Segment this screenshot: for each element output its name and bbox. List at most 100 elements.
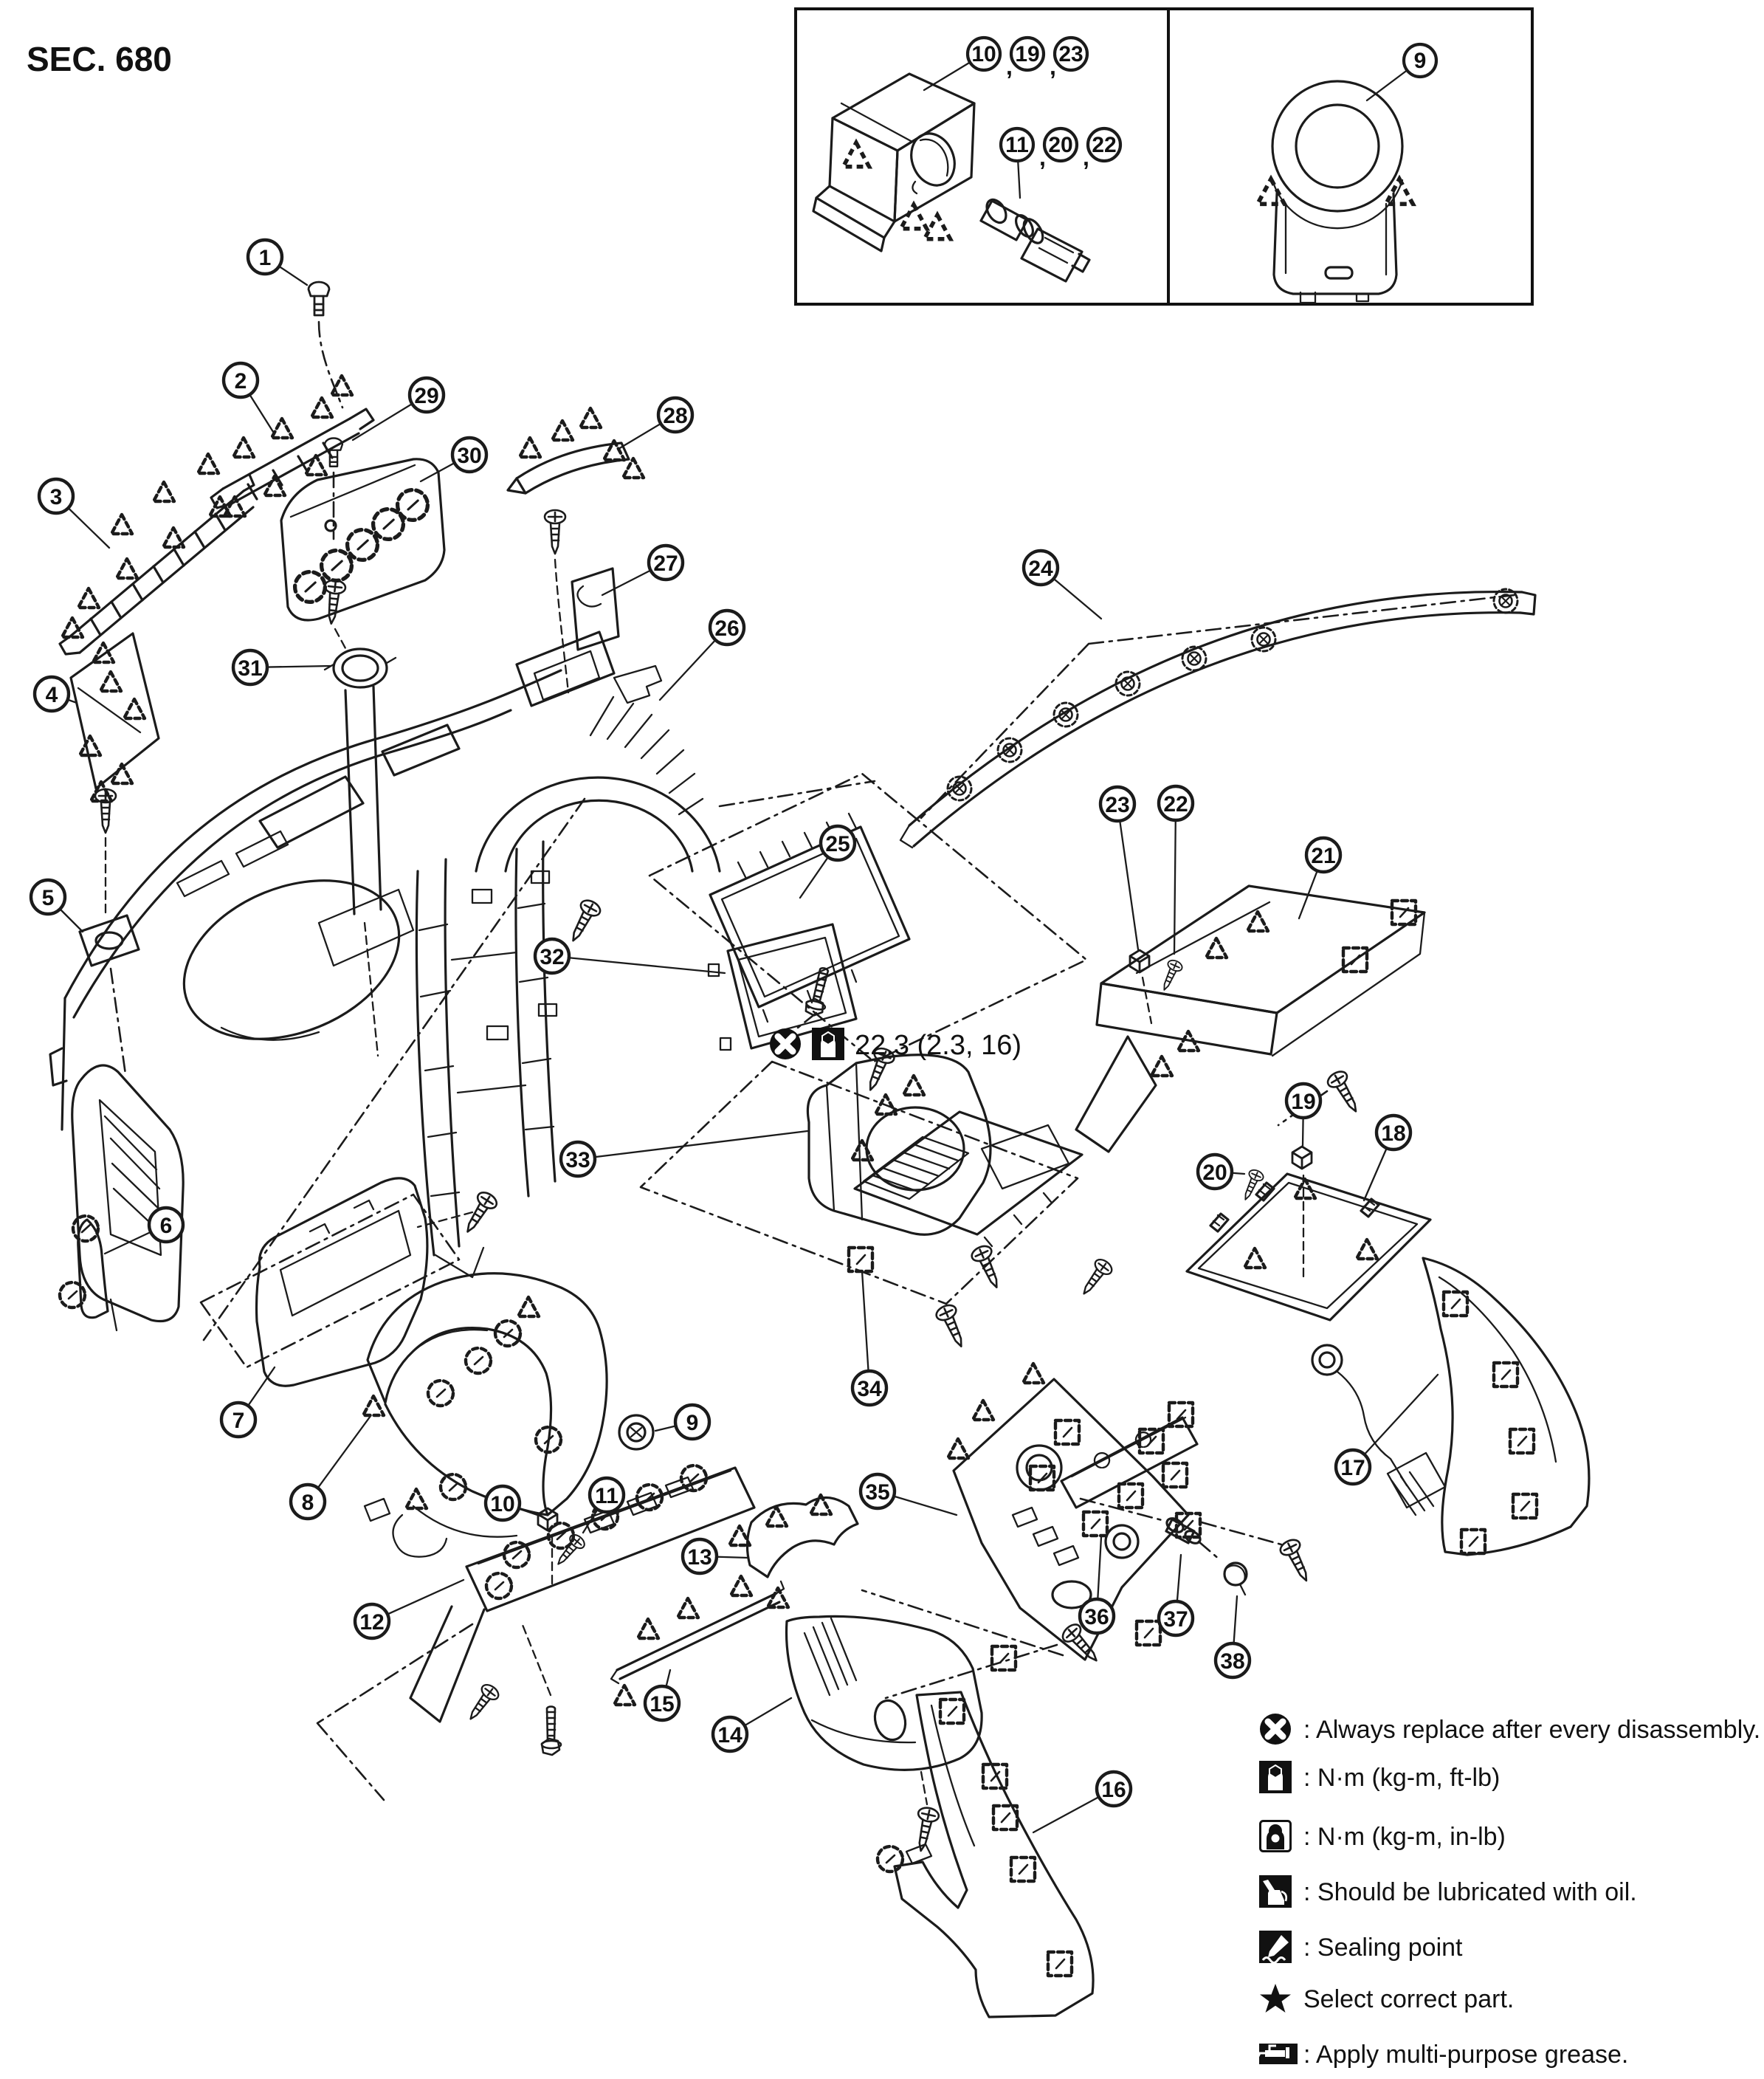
svg-text:13: 13: [687, 1545, 712, 1570]
callout-8: 8: [289, 1415, 372, 1521]
svg-text:35: 35: [865, 1480, 889, 1505]
legend-row: : Apply multi-purpose grease.: [1256, 2041, 1628, 2069]
callout-4: 4: [32, 675, 78, 713]
svg-text:5: 5: [42, 886, 55, 910]
svg-text:28: 28: [663, 404, 687, 428]
callout-18: 18: [1362, 1113, 1413, 1202]
part-37-bulb: [1079, 1497, 1221, 1561]
part-14-column-cover-lower: [785, 1589, 1106, 1855]
callout-20: 20: [1196, 1152, 1246, 1191]
callout-3: 3: [37, 477, 111, 549]
svg-text:9: 9: [1414, 49, 1427, 73]
svg-text:30: 30: [457, 444, 481, 468]
svg-text:21: 21: [1311, 844, 1335, 868]
part-9-grommet: [618, 1414, 655, 1451]
oil-icon: [1258, 1874, 1293, 1909]
callout-21: 21: [1298, 836, 1343, 920]
callout-28: 28: [617, 396, 695, 450]
svg-text:,: ,: [1039, 144, 1046, 171]
svg-text:6: 6: [160, 1214, 173, 1238]
legend-label: : Sealing point: [1303, 1934, 1463, 1962]
part-13-column-cover-upper: [729, 1495, 859, 1607]
part-36-bracket: [1030, 1403, 1199, 1536]
svg-text:24: 24: [1028, 557, 1053, 581]
part-7-cluster: [199, 1177, 501, 1387]
svg-text:23: 23: [1105, 793, 1129, 817]
callout-17: 17: [1334, 1373, 1439, 1486]
part-27-bracket: [515, 509, 620, 707]
callout-32: 32: [533, 937, 726, 975]
cup-part-art: [1271, 80, 1404, 304]
callout-14: 14: [711, 1697, 793, 1753]
callout-37: 37: [1157, 1553, 1195, 1638]
svg-text:4: 4: [46, 683, 58, 707]
callout-12: 12: [353, 1578, 465, 1640]
svg-text:29: 29: [414, 384, 438, 408]
legend-row: : Always replace after every disassembly…: [1260, 1714, 1760, 1745]
legend-label: Select correct part.: [1303, 1985, 1514, 2013]
callout-15: 15: [643, 1669, 681, 1722]
replace-x-icon: [1260, 1714, 1291, 1745]
callout-35: 35: [858, 1472, 958, 1516]
callout-24: 24: [1021, 549, 1103, 620]
svg-text:10: 10: [971, 42, 996, 66]
ignition-housing-art: [812, 72, 976, 252]
svg-text:17: 17: [1340, 1456, 1365, 1480]
svg-text:8: 8: [302, 1491, 314, 1515]
callout-2: 2: [221, 361, 276, 436]
legend-label: : Apply multi-purpose grease.: [1303, 2041, 1628, 2069]
torque-inlb-icon: [1259, 1820, 1292, 1852]
svg-text:38: 38: [1220, 1649, 1244, 1674]
main-diagram: [49, 281, 1591, 2018]
legend-row: : Sealing point: [1258, 1929, 1463, 1965]
svg-text:11: 11: [595, 1484, 619, 1508]
svg-text:19: 19: [1291, 1090, 1315, 1114]
inset-panel-right: [1167, 7, 1534, 306]
part-23-nut: [1129, 949, 1153, 1025]
callout-36: 36: [1078, 1536, 1116, 1635]
part-12-switch-panel: [316, 1465, 756, 1801]
svg-text:20: 20: [1202, 1161, 1227, 1185]
part-29-pin: [323, 437, 344, 540]
replace-x-icon: [770, 1028, 801, 1059]
part-21-glovebox-lid: [1075, 884, 1426, 1153]
torque-ftlb-icon: [1258, 1760, 1292, 1794]
svg-text:,: ,: [1006, 53, 1013, 80]
callout-16: 16: [1032, 1770, 1133, 1834]
part-22-screw: [1156, 957, 1185, 994]
inset-callout-group: 10,19,23: [923, 35, 1089, 92]
part-34-center-lid: [849, 1076, 1083, 1271]
part-35-control-panel: [948, 1364, 1317, 1670]
svg-text:2: 2: [235, 369, 247, 394]
sealing-icon: [1258, 1929, 1293, 1965]
svg-text:,: ,: [1083, 144, 1089, 171]
part-19-nut: [1291, 1145, 1313, 1283]
svg-text:16: 16: [1101, 1778, 1126, 1802]
svg-text:10: 10: [490, 1492, 514, 1516]
torque-ftlb-icon: [811, 1027, 845, 1061]
svg-text:33: 33: [565, 1148, 590, 1172]
callout-31: 31: [231, 648, 332, 687]
legend: : Always replace after every disassembly…: [1256, 1714, 1760, 2069]
part-25-airbag-module: [562, 772, 1088, 1063]
callout-25: 25: [799, 824, 857, 899]
callout-38: 38: [1213, 1595, 1252, 1680]
callout-11: 11: [582, 1476, 626, 1534]
callout-9: 9: [654, 1403, 712, 1441]
svg-text:15: 15: [650, 1692, 674, 1717]
inset-panel-left: [794, 7, 1170, 306]
page-title: SEC. 680: [27, 40, 172, 78]
part-6-bracket: [60, 1216, 109, 1319]
svg-text:36: 36: [1084, 1605, 1109, 1629]
callout-6: 6: [103, 1206, 185, 1255]
svg-text:23: 23: [1058, 42, 1083, 66]
part-17-kick-panel: [1311, 1257, 1591, 1556]
svg-text:22: 22: [1092, 133, 1116, 157]
callout-30: 30: [419, 436, 489, 483]
bulb-socket-art: [979, 198, 1091, 283]
svg-text:37: 37: [1163, 1607, 1188, 1632]
